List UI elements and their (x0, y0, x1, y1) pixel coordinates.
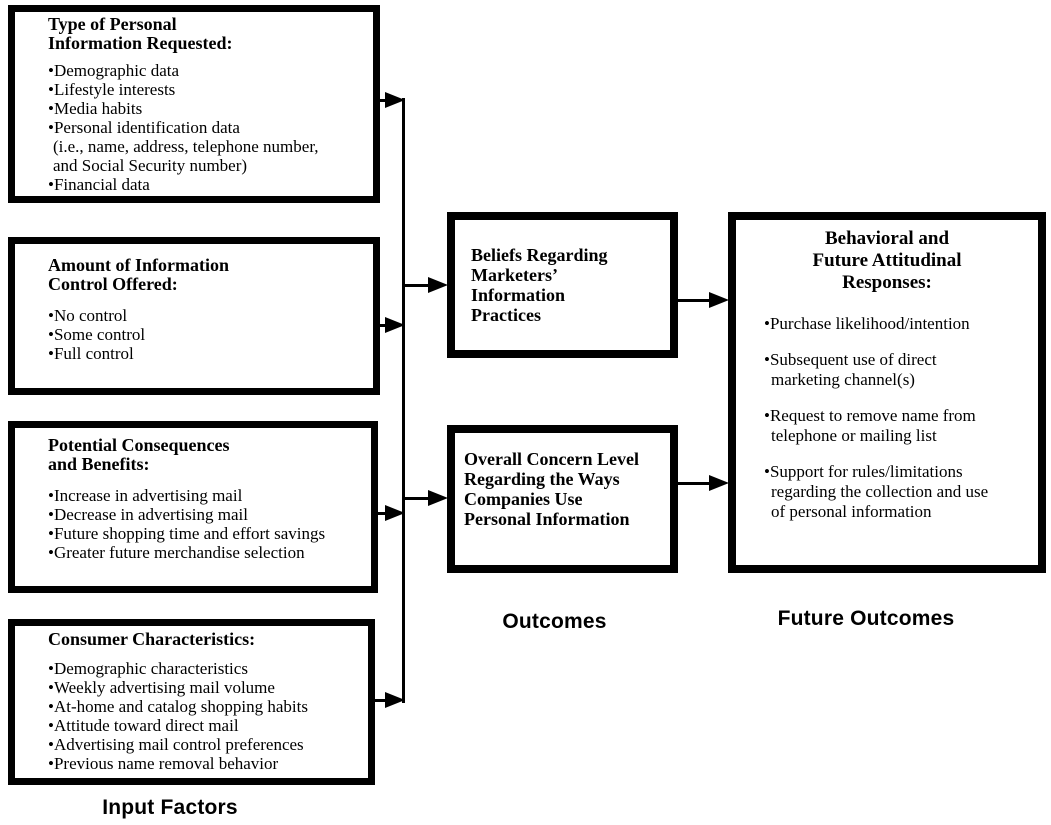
section-label-future-outcomes: Future Outcomes (777, 607, 955, 630)
bullet-item: Lifestyle interests (48, 80, 367, 99)
bullet-item: No control (48, 306, 367, 325)
bullet-item: Media habits (48, 99, 367, 118)
future-box-behavioral-responses: Behavioral and Future Attitudinal Respon… (728, 212, 1046, 573)
section-label-input-factors: Input Factors (102, 796, 238, 819)
arrow-concern-to-future-outcomes (677, 475, 729, 491)
arrow-line (677, 298, 717, 302)
bullet-item: Future shopping time and effort savings (48, 524, 365, 543)
bullet-item: Full control (48, 344, 367, 363)
bullet-item: Request to remove name from telephone or… (764, 406, 1038, 446)
arrow-head-icon (385, 317, 405, 333)
input-box-consumer-characteristics: Consumer Characteristics: Demographic ch… (8, 619, 375, 785)
outcome-box-concern-level: Overall Concern Level Regarding the Ways… (447, 425, 678, 573)
arrow-head-icon (385, 92, 405, 108)
box-text: Beliefs Regarding Marketers’ Information… (471, 245, 608, 325)
bullet-item: At-home and catalog shopping habits (48, 697, 362, 716)
arrow-head-icon (428, 490, 448, 506)
input-box-consequences-benefits: Potential Consequences and Benefits: Inc… (8, 421, 378, 593)
arrow-head-icon (385, 692, 405, 708)
bullet-item: Support for rules/limitations regarding … (764, 462, 1038, 522)
bullet-item: Demographic data (48, 61, 367, 80)
arrow-head-icon (709, 475, 729, 491)
box-text: Overall Concern Level Regarding the Ways… (464, 449, 639, 529)
arrow-information-control-to-spine (380, 317, 405, 333)
arrow-line (375, 698, 393, 702)
bullet-item: Personal identification data (i.e., name… (48, 118, 367, 175)
arrow-line (403, 283, 436, 287)
arrow-spine-to-concern-level (403, 490, 448, 506)
bullet-item: Subsequent use of direct marketing chann… (764, 350, 1038, 390)
box-heading: Potential Consequences and Benefits: (48, 435, 230, 474)
arrow-consequences-to-spine (378, 505, 405, 521)
arrow-consumer-characteristics-to-spine (375, 692, 405, 708)
bullet-item: Advertising mail control preferences (48, 735, 362, 754)
arrow-head-icon (385, 505, 405, 521)
arrow-beliefs-to-future-outcomes (677, 292, 729, 308)
bullet-list: Increase in advertising mail Decrease in… (30, 486, 365, 562)
arrow-type-of-info-to-spine (380, 92, 405, 108)
outcome-box-beliefs: Beliefs Regarding Marketers’ Information… (447, 212, 678, 358)
bullet-item: Some control (48, 325, 367, 344)
arrow-spine-to-beliefs (403, 277, 448, 293)
bullet-item: Weekly advertising mail volume (48, 678, 362, 697)
bullet-item: Attitude toward direct mail (48, 716, 362, 735)
input-box-information-control: Amount of Information Control Offered: N… (8, 237, 380, 395)
box-heading: Amount of Information Control Offered: (48, 255, 230, 294)
bullet-item: Purchase likelihood/intention (764, 314, 1038, 334)
bullet-list: Purchase likelihood/intention Subsequent… (736, 314, 1038, 522)
bullet-item: Greater future merchandise selection (48, 543, 365, 562)
bullet-list: No control Some control Full control (30, 306, 367, 363)
bullet-item: Increase in advertising mail (48, 486, 365, 505)
input-box-type-of-information: Type of Personal Information Requested: … (8, 5, 380, 203)
bullet-item: Financial data (48, 175, 367, 194)
arrow-head-icon (428, 277, 448, 293)
bullet-list: Demographic characteristics Weekly adver… (30, 659, 362, 773)
arrow-line (403, 496, 436, 500)
section-label-outcomes: Outcomes (502, 610, 607, 633)
arrow-line (677, 481, 717, 485)
bullet-item: Decrease in advertising mail (48, 505, 365, 524)
box-heading: Type of Personal Information Requested: (48, 14, 233, 53)
connector-spine (402, 98, 405, 703)
arrow-head-icon (709, 292, 729, 308)
box-heading: Consumer Characteristics: (48, 629, 256, 649)
bullet-list: Demographic data Lifestyle interests Med… (30, 61, 367, 194)
bullet-item: Previous name removal behavior (48, 754, 362, 773)
bullet-item: Demographic characteristics (48, 659, 362, 678)
box-heading: Behavioral and Future Attitudinal Respon… (812, 228, 962, 293)
